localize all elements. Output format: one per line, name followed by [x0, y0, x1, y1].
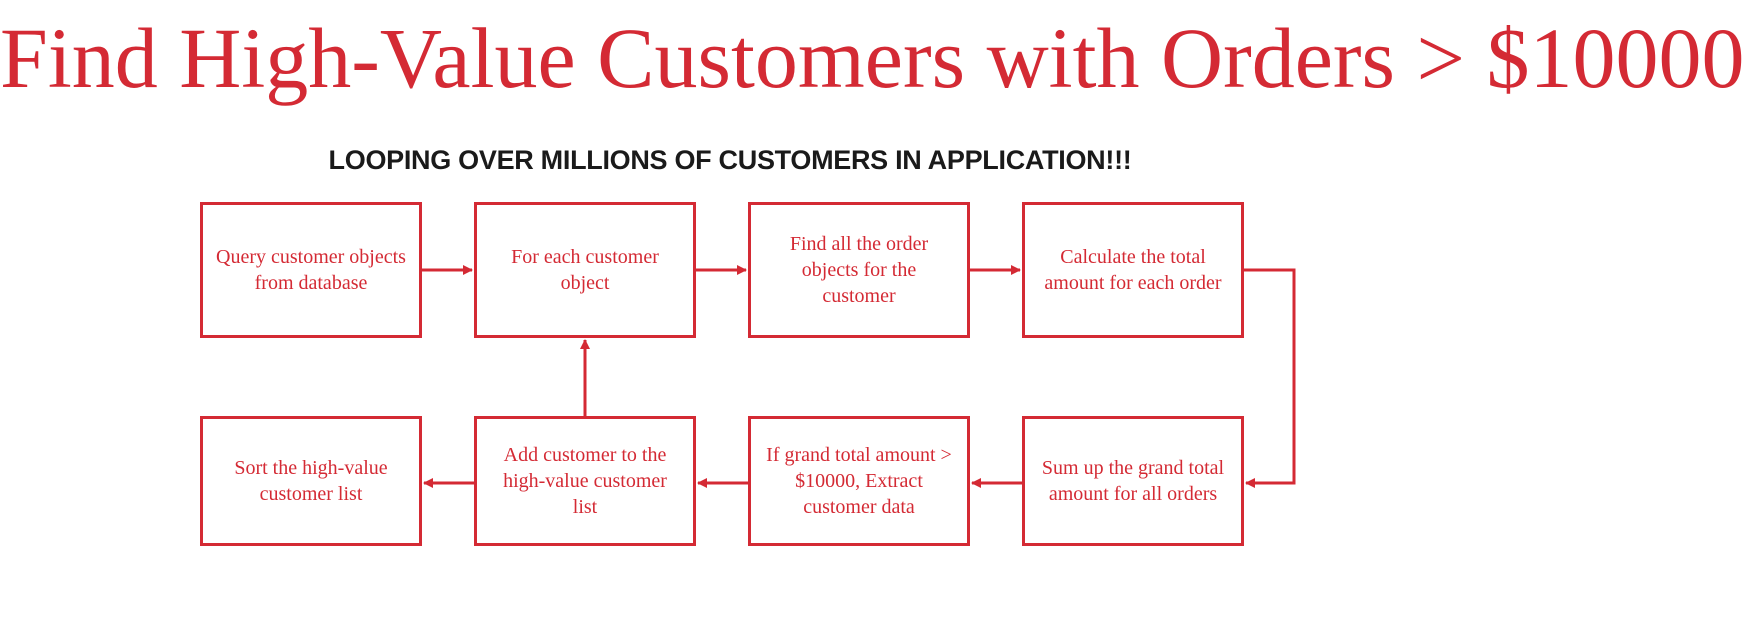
- step-sum-grand-total: Sum up the grand total amount for all or…: [1022, 416, 1244, 546]
- step-add-to-list: Add customer to the high-value customer …: [474, 416, 696, 546]
- step-query-customers: Query customer objects from database: [200, 202, 422, 338]
- diagram-subtitle: LOOPING OVER MILLIONS OF CUSTOMERS IN AP…: [328, 145, 1132, 175]
- page-title: Find High-Value Customers with Orders > …: [0, 10, 1744, 106]
- step-calculate-order-total: Calculate the total amount for each orde…: [1022, 202, 1244, 338]
- step-sort-list: Sort the high-value customer list: [200, 416, 422, 546]
- step-for-each-customer: For each customer object: [474, 202, 696, 338]
- step-check-threshold: If grand total amount > $10000, Extract …: [748, 416, 970, 546]
- arrow-step4-to-step5: [1244, 268, 1296, 488]
- step-find-orders: Find all the order objects for the custo…: [748, 202, 970, 338]
